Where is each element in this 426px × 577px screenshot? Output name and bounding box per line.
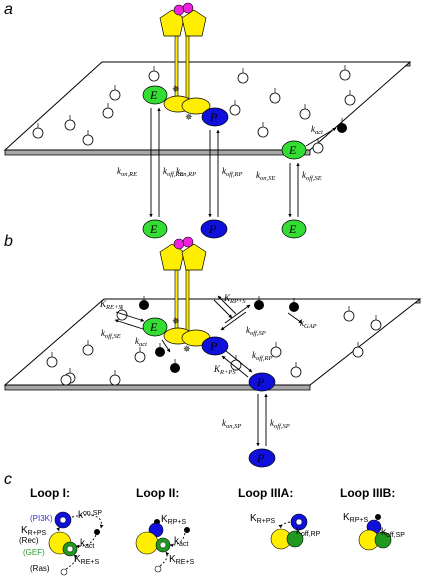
loop-3a-title: Loop IIIA: (238, 486, 293, 500)
inactive-ras-group-a (32, 65, 356, 154)
membrane-P-b (201, 336, 229, 356)
cytosol-E-a-label: E (149, 222, 158, 236)
k-GAP-label: kGAP (300, 318, 317, 330)
loop-3b-title: Loop IIIB: (340, 486, 395, 500)
active-ras-group-b (139, 296, 299, 373)
active-ras-a (337, 123, 347, 133)
membrane-E-b-label: E (149, 320, 158, 334)
panel-a: a (3, 1, 412, 239)
panel-a-letter: a (4, 1, 13, 18)
membrane-P2-b (248, 372, 276, 392)
k-on-SE-label: kon,SE (256, 170, 275, 182)
cytosol-P-b (248, 448, 276, 468)
k-on-SP-label: kon,SP (222, 418, 241, 430)
cytosol-P-a-label: P (208, 222, 217, 236)
membrane-P-a-label: P (209, 110, 218, 124)
loop-1-title: Loop I: (30, 486, 70, 500)
cytosol-P-a (200, 219, 228, 239)
cytosol-E2-a-label: E (288, 222, 297, 236)
k-off-RE-label: koff,RE (163, 166, 183, 178)
panel-b: b (3, 233, 422, 468)
inactive-ras-group-b (46, 305, 382, 386)
K-R-PS-label: KR+PS (213, 364, 236, 376)
loop1-k-act: kact (80, 538, 94, 550)
ras-label: (Ras) (30, 564, 50, 573)
panel-c: c Loop I: Loop II: Loop IIIA: Loop IIIB:… (4, 471, 405, 576)
membrane-P2-b-label: P (256, 375, 265, 389)
svg-text:✵: ✵ (172, 316, 180, 326)
gef-label: (GEF) (23, 548, 45, 557)
K-RE-S-label: KRE+S (99, 299, 122, 311)
k-off-SP-label: koff,SP (246, 325, 266, 337)
membrane-P-a (201, 107, 229, 127)
k-act-b-label: kact (135, 336, 147, 348)
loop3b-K-RP-S: KRP+S (343, 512, 368, 524)
K-RP-S-label: KRP+S (223, 293, 246, 305)
svg-text:✵: ✵ (172, 84, 180, 94)
loop3a-K-R-PS: KR+PS (250, 513, 275, 525)
loop1-K-R-PS: KR+PS (21, 525, 46, 537)
loop3b-k-off-SP: koff,SP (381, 527, 405, 539)
loop-2-title: Loop II: (136, 486, 179, 500)
membrane-E2-a-label: E (288, 143, 297, 157)
k-off-RP-b-label: koff,RP (252, 350, 272, 362)
k-off-RP-label: koff,RP (222, 166, 242, 178)
membrane-E-b (142, 317, 168, 337)
reaction-arrows-b (114, 295, 303, 447)
membrane-E-a (142, 85, 168, 105)
loop3a-k-off-RP: koff,RP (296, 526, 321, 538)
k-on-RP-label: kon,RP (176, 166, 196, 178)
k-on-RE-label: kon,RE (117, 166, 137, 178)
membrane-P-b-label: P (209, 339, 218, 353)
loop1-K-RE-S: KRE+S (74, 554, 99, 566)
exchange-arrows-a (149, 107, 337, 218)
plane-a-front-edge (4, 149, 311, 156)
loop2-K-RE-S: KRE+S (169, 554, 194, 566)
loop1-k-on-SP: kon,SP (78, 510, 102, 521)
membrane-E2-a (281, 140, 307, 160)
panel-b-letter: b (4, 233, 13, 250)
rec-label: (Rec) (19, 536, 39, 545)
membrane-E-a-label: E (149, 88, 158, 102)
panel-c-letter: c (4, 471, 12, 488)
k-off-SE-b-label: koff,SE (101, 328, 121, 340)
loop2-K-RP-S: KRP+S (161, 514, 186, 526)
svg-text:✵: ✵ (185, 112, 193, 122)
loop-2-diagram: KRP+S kact KRE+S (135, 514, 194, 573)
loop2-k-act: kact (174, 536, 188, 548)
cytosol-E2-a (281, 219, 307, 239)
cytosol-E-a (142, 219, 168, 239)
pi3k-label: (PI3K) (30, 514, 53, 523)
cytosol-P-b-label: P (256, 451, 265, 465)
loop-3b-diagram: KRP+S koff,SP (343, 512, 405, 551)
loop-1-diagram: (PI3K) (Rec) (GEF) (Ras) KR+PS kon,SP ka… (19, 510, 104, 576)
k-off-SE-label: koff,SE (302, 170, 322, 182)
k-act-a-label: kact (311, 124, 323, 136)
loop-3a-diagram: KR+PS koff,RP (250, 513, 321, 550)
receptor-b: ✵ ✵ ✵ (159, 236, 211, 354)
svg-text:✵: ✵ (183, 344, 191, 354)
ligand-icon (173, 4, 185, 16)
k-off-SP-2-label: koff,SP (270, 418, 290, 430)
